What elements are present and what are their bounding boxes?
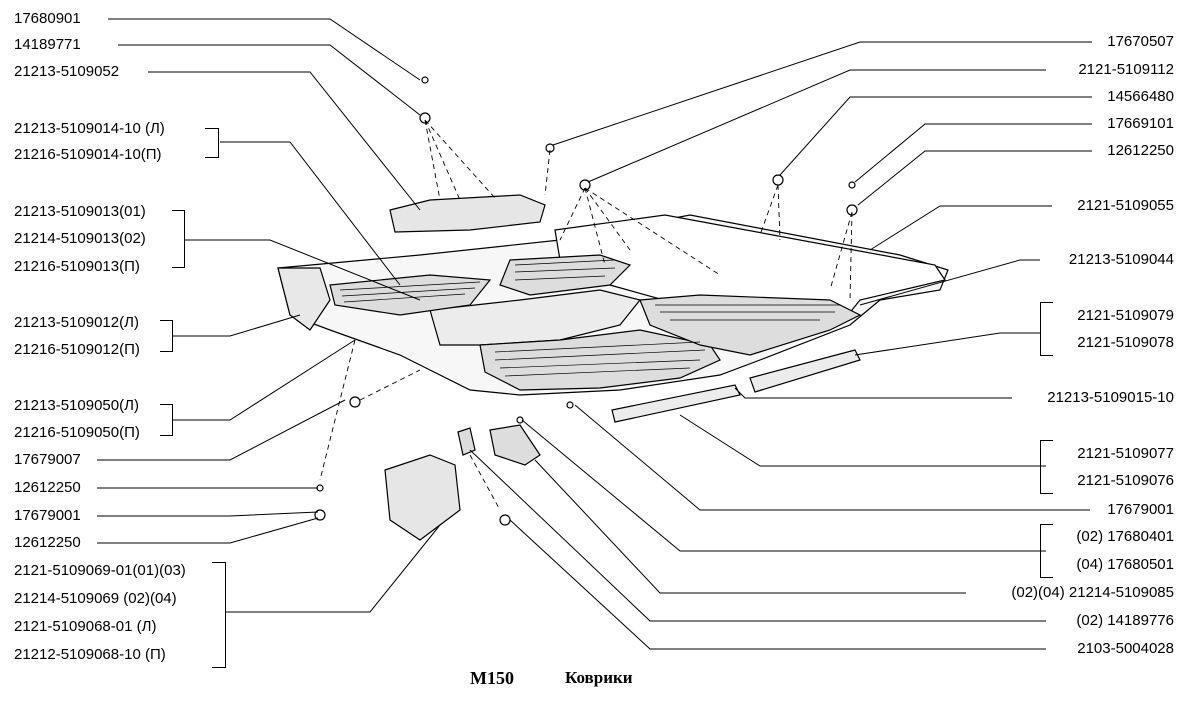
label-left-11: 21213-5109050(Л) [14,397,139,414]
label-right-6: 2121-5109055 [1077,197,1174,214]
label-left-20: 21212-5109068-10 (П) [14,646,166,663]
label-left-9: 21213-5109012(Л) [14,314,139,331]
tunnel [429,289,642,346]
label-right-12: 2121-5109076 [1077,472,1174,489]
label-left-8: 21216-5109013(П) [14,258,140,275]
bracket-left-b [172,210,185,268]
label-left-5: 21216-5109014-10(П) [14,146,162,163]
label-left-17: 2121-5109069-01(01)(03) [14,562,186,579]
label-left-13: 17679007 [14,451,81,468]
label-left-14: 12612250 [14,479,81,496]
label-right-15: (04) 17680501 [1076,556,1174,573]
label-left-10: 21216-5109012(П) [14,341,140,358]
label-left-15: 17679001 [14,507,81,524]
mat-front-right [479,329,721,391]
label-right-9: 2121-5109078 [1077,334,1174,351]
label-right-1: 17670507 [1107,33,1174,50]
bracket-right-c [1040,524,1053,578]
bracket-left-c [160,320,173,352]
label-left-1: 17680901 [14,10,81,27]
label-left-18: 21214-5109069 (02)(04) [14,590,177,607]
label-left-12: 21216-5109050(П) [14,424,140,441]
label-right-4: 17669101 [1107,115,1174,132]
bracket-left-a [205,128,219,158]
label-right-5: 12612250 [1107,142,1174,159]
mat-rear [639,294,862,356]
label-right-16: (02)(04) 21214-5109085 [1011,584,1174,601]
label-left-3: 21213-5109052 [14,63,120,80]
bracket-part [489,424,541,466]
label-right-7: 21213-5109044 [1068,251,1174,268]
label-left-6: 21213-5109013(01) [14,203,146,220]
label-left-19: 2121-5109068-01 (Л) [14,618,157,635]
label-left-2: 14189771 [14,36,81,53]
bracket-left-e [212,562,226,668]
label-right-10: 21213-5109015-10 [1047,389,1174,406]
side-panel-left [277,267,331,331]
label-left-16: 12612250 [14,534,81,551]
label-right-13: 17679001 [1107,501,1174,518]
bracket-left-d [160,404,173,436]
label-right-3: 14566480 [1107,88,1174,105]
heater-cover [384,454,461,541]
sill-strip-1 [749,349,861,393]
label-left-7: 21214-5109013(02) [14,230,146,247]
clip-part [457,427,476,456]
sill-strip-2 [611,384,741,423]
label-right-11: 2121-5109077 [1077,445,1174,462]
shelf-piece [389,194,546,233]
figure-title: Коврики [565,668,633,687]
bracket-right-a [1040,302,1053,356]
label-right-18: 2103-5004028 [1077,640,1174,657]
mat-center [499,254,632,296]
label-right-2: 2121-5109112 [1078,61,1174,78]
bracket-right-b [1040,440,1053,494]
label-right-8: 2121-5109079 [1077,307,1174,324]
label-right-17: (02) 14189776 [1076,612,1174,629]
label-left-4: 21213-5109014-10 (Л) [14,120,165,137]
figure-code: M150 [470,668,514,688]
mat-front-left [329,274,492,316]
label-right-14: (02) 17680401 [1076,528,1174,545]
